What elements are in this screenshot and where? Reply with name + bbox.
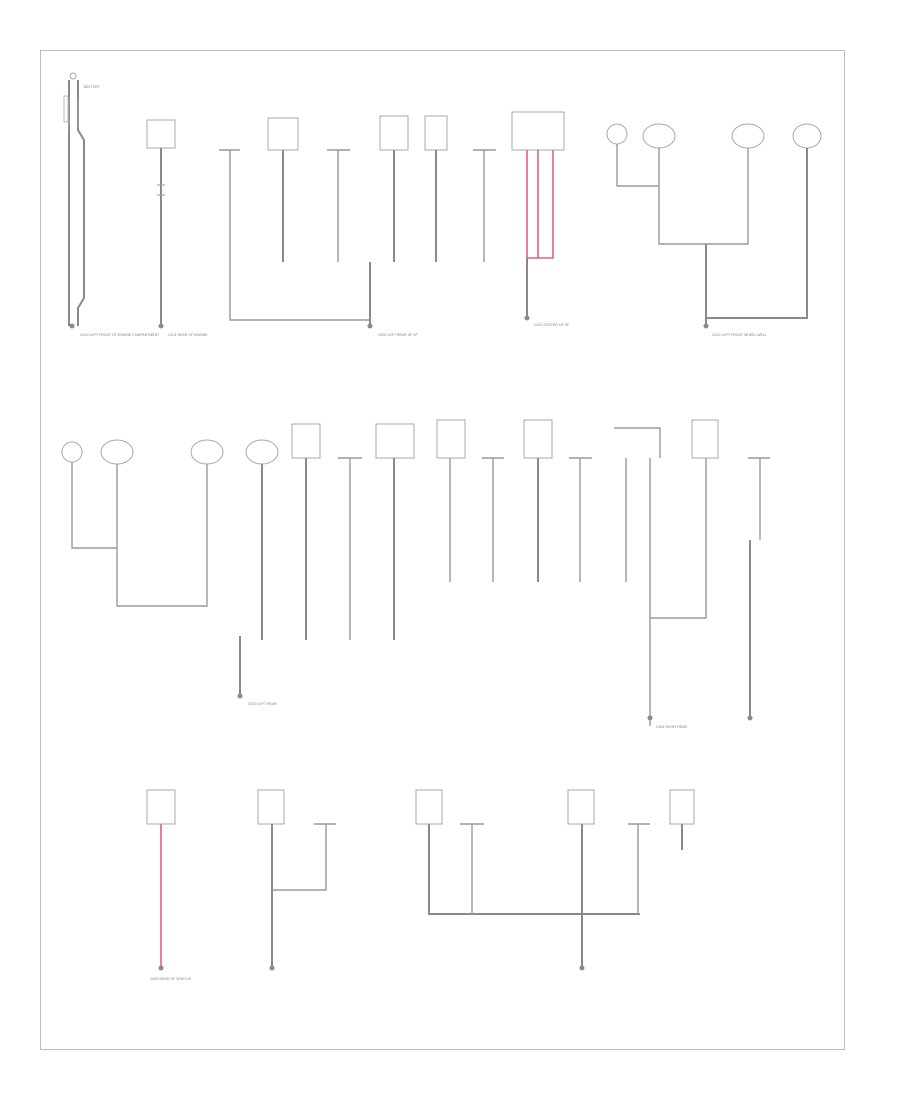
ground-node-g2 (158, 323, 164, 329)
row2-center-components: G301 RIGHT REAR (291, 419, 770, 729)
ground-node-g7 (647, 715, 653, 721)
ground-node-g3 (367, 323, 373, 329)
ground-node-row3-a (269, 965, 275, 971)
ground-label-g7: G301 RIGHT REAR (656, 725, 688, 729)
ground-label-g3: G200 LEFT REAR OF I/P (378, 333, 418, 337)
ground-node-g7b (747, 715, 753, 721)
ground-node-g5 (703, 323, 709, 329)
ground-node-g4 (524, 315, 530, 321)
generator: G101 REAR OF ENGINE (146, 119, 208, 337)
ground-node-row3-b (579, 965, 585, 971)
battery: BATTERY G100 LEFT FRONT OF ENGINE COMPAR… (63, 72, 160, 337)
ground-node-g6 (237, 693, 243, 699)
ground-label-g1: G100 LEFT FRONT OF ENGINE COMPARTMENT (80, 333, 160, 337)
diagram-frame (40, 50, 845, 1050)
ground-label-g2: G101 REAR OF ENGINE (168, 333, 208, 337)
headlamp-switch: G201 CENTER OF I/P (511, 111, 570, 327)
front-lamps: G102 LEFT FRONT WHEEL WELL (606, 123, 822, 337)
ground-node-g1 (69, 323, 75, 329)
row1-components: G200 LEFT REAR OF I/P (219, 115, 496, 337)
row3-components: G400 REAR OF VEHICLE (146, 789, 695, 981)
ground-label-g4: G201 CENTER OF I/P (534, 323, 570, 327)
row2-left-lamps: G300 LEFT REAR (61, 439, 279, 706)
battery-label: BATTERY (84, 85, 100, 89)
ground-label-g5: G102 LEFT FRONT WHEEL WELL (712, 333, 767, 337)
ground-node-g8 (158, 965, 164, 971)
ground-label-g8: G400 REAR OF VEHICLE (150, 977, 192, 981)
ground-label-g6: G300 LEFT REAR (248, 702, 277, 706)
